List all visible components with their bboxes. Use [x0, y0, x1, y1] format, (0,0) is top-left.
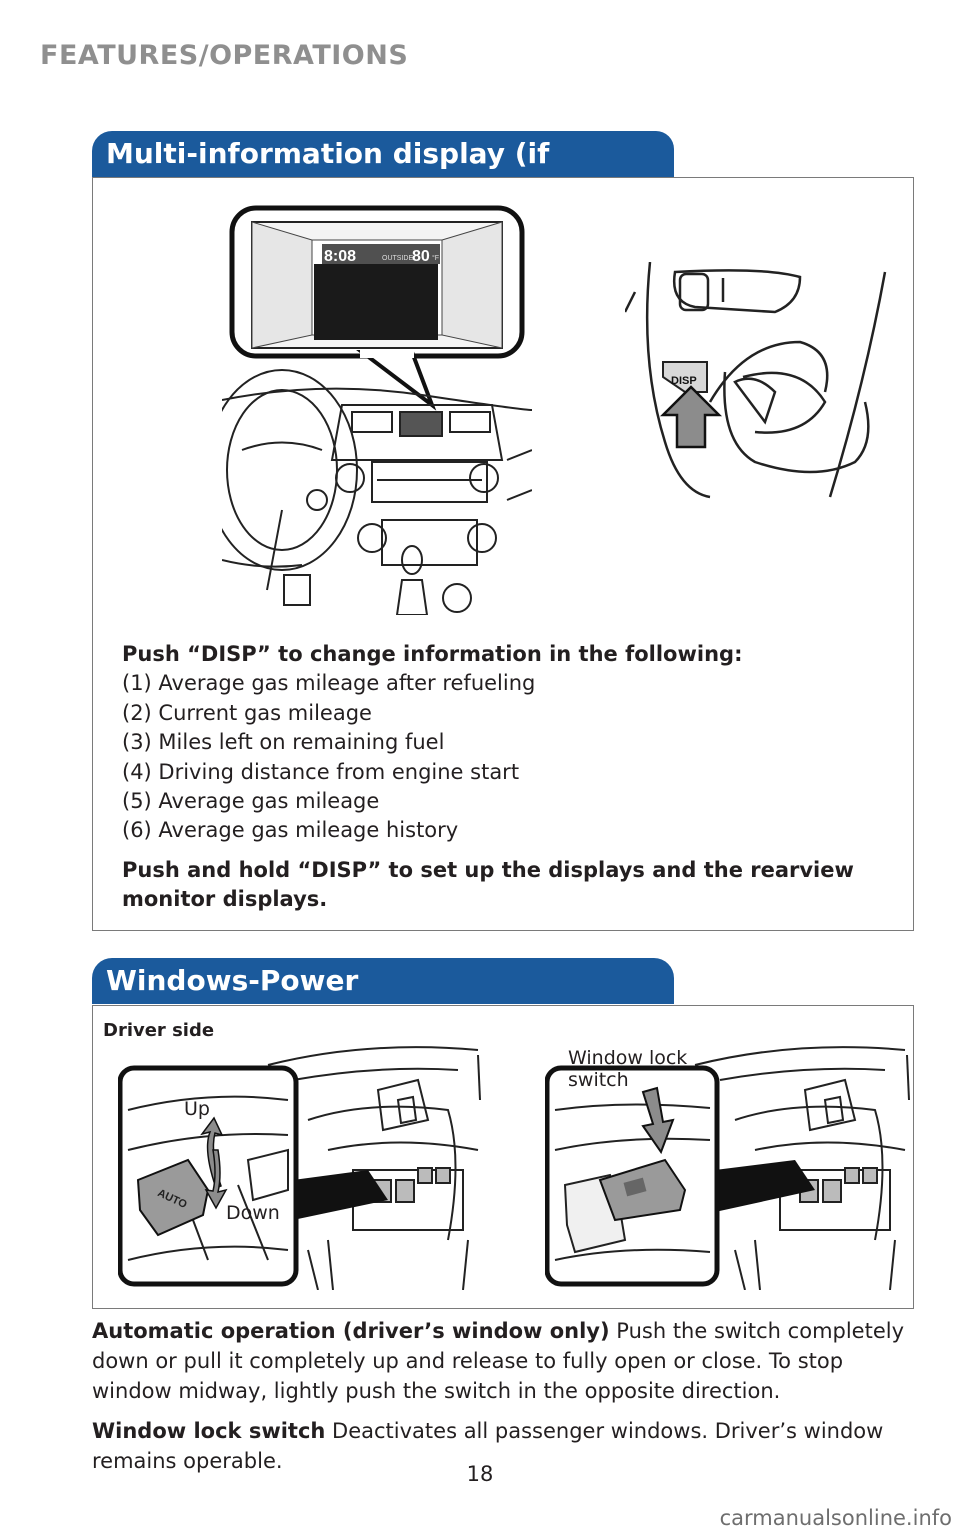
- disp-item-1: (1) Average gas mileage after refueling: [122, 671, 536, 696]
- window-lock-label-1: Window lock: [568, 1047, 688, 1069]
- disp-item-4: (4) Driving distance from engine start: [122, 759, 520, 784]
- window-lock-switch-text: Deactivates all passenger windows. Drive…: [92, 1419, 884, 1473]
- disp-intro: Push “DISP” to change information in the…: [122, 642, 743, 666]
- windows-power-title: Windows-Power: [92, 958, 674, 1004]
- window-switch-illustration: AUTO: [118, 1046, 481, 1290]
- window-lock-illustration: [545, 1046, 910, 1290]
- auto-operation-label: Automatic operation (driver’s window onl…: [92, 1319, 610, 1343]
- disp-item-5: (5) Average gas mileage: [122, 789, 380, 814]
- driver-side-label: Driver side: [103, 1020, 215, 1041]
- disp-hold-line-2: monitor displays.: [122, 887, 328, 912]
- auto-operation-paragraph: Automatic operation (driver’s window onl…: [92, 1316, 922, 1406]
- down-label: Down: [226, 1202, 280, 1224]
- window-lock-switch-label: Window lock switch: [92, 1419, 326, 1443]
- windows-body-text: Automatic operation (driver’s window onl…: [92, 1316, 922, 1486]
- multi-info-title: Multi-information display (if equipped): [92, 131, 674, 216]
- disp-item-2: (2) Current gas mileage: [122, 700, 372, 725]
- disp-item-6: (6) Average gas mileage history: [122, 818, 459, 843]
- disp-button-illustration: DISP: [625, 262, 887, 499]
- auto-operation-text: Push the switch completely down or pull …: [92, 1319, 905, 1403]
- dashboard-illustration: 8:08 OUTSIDE 80 °F: [222, 205, 532, 615]
- disp-item-3: (3) Miles left on remaining fuel: [122, 730, 445, 755]
- disp-label: DISP: [671, 375, 697, 387]
- display-temp-unit: °F: [432, 254, 439, 262]
- display-temp: 80: [412, 248, 430, 265]
- up-label: Up: [184, 1098, 210, 1120]
- window-lock-paragraph: Window lock switch Deactivates all passe…: [92, 1416, 922, 1476]
- press-arrow-icon: [659, 385, 723, 449]
- section-header: FEATURES/OPERATIONS: [40, 40, 409, 71]
- display-outside-label: OUTSIDE: [382, 255, 413, 262]
- lock-press-arrow-icon: [641, 1086, 675, 1155]
- disp-instructions: Push “DISP” to change information in the…: [122, 640, 882, 915]
- display-time: 8:08: [324, 248, 356, 265]
- page-number: 18: [466, 1462, 494, 1486]
- disp-hold-line-1: Push and hold “DISP” to set up the displ…: [122, 857, 854, 882]
- window-lock-label-2: switch: [568, 1069, 629, 1091]
- down-arrow-icon: [204, 1149, 228, 1210]
- watermark: carmanualsonline.info: [719, 1506, 952, 1530]
